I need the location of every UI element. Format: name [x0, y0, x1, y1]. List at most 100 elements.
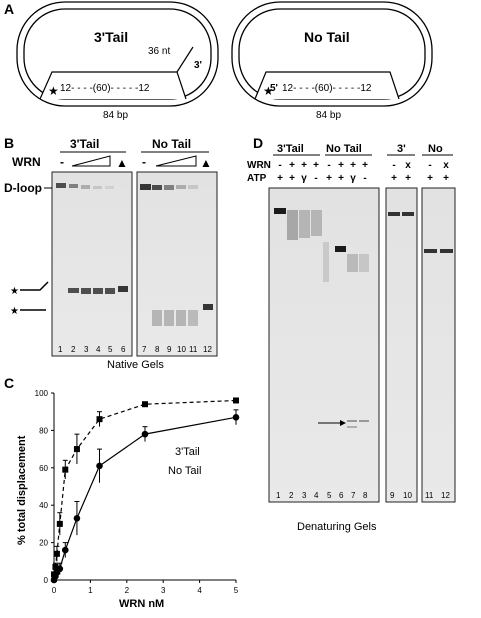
lane-number: 2: [71, 345, 76, 354]
x-axis-label: WRN nM: [119, 598, 164, 610]
atp-sign: +: [326, 173, 332, 184]
denaturing-lane-numbers: 1 2 3 4 5 6 7 8 9 10 11 12: [276, 491, 450, 500]
wrn-sign: x: [443, 160, 449, 171]
lane-number: 4: [96, 345, 101, 354]
diagram-notail-title: No Tail: [304, 29, 350, 45]
y-tick-label: 0: [44, 576, 49, 585]
panel-a-letter: A: [4, 1, 14, 17]
denaturing-gel-1: [268, 187, 380, 503]
wrn-sign: +: [350, 160, 356, 171]
panel-d-letter: D: [253, 135, 263, 151]
atp-sign: +: [338, 173, 344, 184]
series-notail-point: [56, 565, 64, 573]
series-3tail-point: [56, 520, 63, 527]
lane-number: 7: [351, 491, 356, 500]
series-notail-point: [232, 414, 240, 421]
wrn-sign: +: [338, 160, 344, 171]
lane-number: 11: [425, 491, 434, 500]
wrn-sign: -: [327, 160, 330, 171]
atp-row-label: ATP: [247, 173, 267, 184]
diagram-3tail-length: 84 bp: [103, 110, 128, 121]
wrn-sign: +: [362, 160, 368, 171]
x-tick-label: 0: [52, 586, 57, 595]
x-tick-label: 4: [197, 586, 202, 595]
lane-number: 11: [189, 345, 198, 354]
lane-number: 2: [289, 491, 294, 500]
tail-length-label: 36 nt: [148, 46, 170, 57]
atp-sign: +: [443, 173, 449, 184]
lane-number: 10: [403, 491, 412, 500]
atp-sign: +: [289, 173, 295, 184]
x-tick-label: 3: [161, 586, 166, 595]
heat-triangle-icon: ▲: [200, 156, 212, 170]
diagram-notail-length: 84 bp: [316, 110, 341, 121]
native-gel1-title: 3'Tail: [70, 137, 99, 151]
y-axis-label: % total displacement: [16, 435, 28, 545]
lane-number: 5: [327, 491, 332, 500]
series-3tail-point: [53, 550, 60, 557]
minus-label: -: [142, 155, 146, 169]
denat-gel1-title-notail: No Tail: [326, 143, 362, 155]
atp-sign: -: [363, 173, 366, 184]
y-tick-label: 100: [35, 389, 49, 398]
diagram-3tail-sequence: 12- - - -(60)- - - - -12: [60, 83, 150, 94]
atp-sign: +: [391, 173, 397, 184]
tailed-product-icon: [20, 281, 49, 291]
label-star-icon: ★: [263, 84, 274, 98]
series-notail-point: [61, 546, 69, 554]
native-gel-1: [51, 171, 133, 357]
x-tick-label: 1: [88, 586, 93, 595]
series-3tail-point: [62, 466, 69, 473]
legend-3tail: 3'Tail: [175, 446, 200, 458]
lane-number: 3: [302, 491, 307, 500]
atp-sign: +: [427, 173, 433, 184]
atp-sign: -: [314, 173, 317, 184]
y-tick-label: 40: [39, 501, 48, 510]
series-notail-line: [53, 416, 237, 581]
lane-number: 12: [203, 345, 212, 354]
lane-number: 10: [177, 345, 186, 354]
atp-sign: +: [277, 173, 283, 184]
lane-number: 6: [121, 345, 126, 354]
lane-number: 4: [314, 491, 319, 500]
wrn-sign: +: [313, 160, 319, 171]
denat-gel3-title: No: [428, 143, 443, 155]
atp-sign: γ: [301, 173, 307, 184]
heat-triangle-icon: ▲: [116, 156, 128, 170]
arrow-head-icon: [340, 420, 346, 426]
lane-number: 9: [390, 491, 395, 500]
diagram-notail: No Tail 5' 12- - - -(60)- - - - -12 ★ 84…: [231, 1, 433, 121]
wrn-sign: -: [278, 160, 281, 171]
wrn-sign: +: [301, 160, 307, 171]
series-3tail-point: [73, 446, 80, 453]
x-tick-label: 5: [234, 586, 239, 595]
concentration-wedge: [71, 155, 111, 167]
native-gel-2: [136, 171, 218, 357]
wrn-sign: x: [405, 160, 411, 171]
atp-sign: γ: [350, 173, 356, 184]
y-tick-label: 20: [39, 539, 48, 548]
denat-gel1-title-3tail: 3'Tail: [277, 143, 304, 155]
label-star-icon: ★: [48, 84, 59, 98]
lane-number: 7: [142, 345, 147, 354]
denaturing-gel-2: [385, 187, 418, 503]
minus-label: -: [60, 155, 64, 169]
lane-number: 6: [339, 491, 344, 500]
wrn-sign: -: [428, 160, 431, 171]
lane-number: 5: [108, 345, 113, 354]
wrn-sign: -: [392, 160, 395, 171]
lane-number: 3: [84, 345, 89, 354]
series-3tail-point: [142, 401, 148, 408]
atp-sign: +: [405, 173, 411, 184]
lane-number: 12: [441, 491, 450, 500]
series-3tail-point: [96, 416, 103, 423]
star-icon: ★: [10, 306, 19, 317]
concentration-wedge: [155, 155, 197, 167]
wrn-label: WRN: [12, 155, 41, 169]
y-tick-label: 60: [39, 464, 48, 473]
diagram-notail-sequence: 12- - - -(60)- - - - -12: [282, 83, 372, 94]
five-prime-end-label: 5': [270, 83, 278, 94]
dloop-label: D-loop: [4, 181, 42, 195]
y-tick-label: 80: [39, 426, 48, 435]
